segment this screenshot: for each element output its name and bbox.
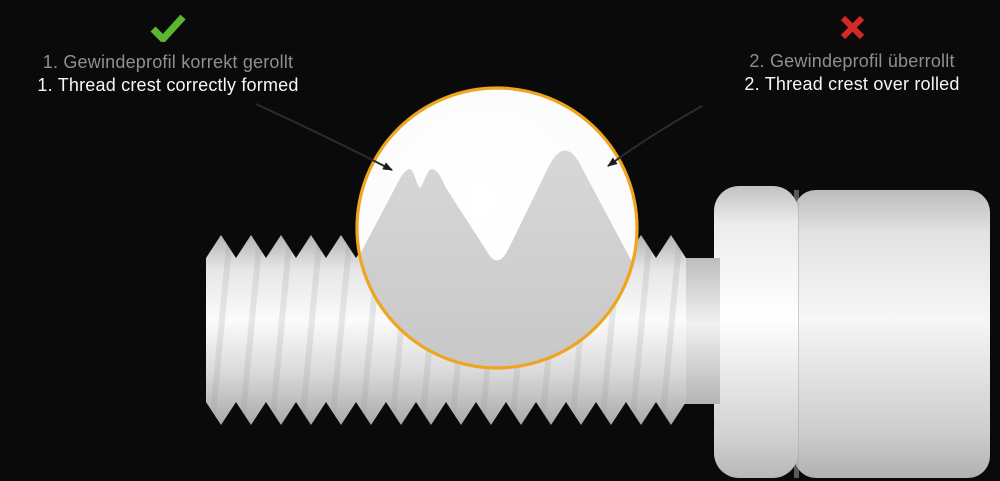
check-icon <box>150 14 186 42</box>
label-en-correct: 1. Thread crest correctly formed <box>37 74 299 95</box>
magnifier-lens <box>355 86 639 370</box>
arrow-to-correct-crest <box>255 103 393 171</box>
thread-profile-magnified <box>357 150 637 368</box>
bolt-flange <box>714 186 798 478</box>
annotation-correct: 1. Gewindeprofil korrekt gerollt 1. Thre… <box>0 14 336 96</box>
annotation-arrows <box>255 103 703 171</box>
annotation-overrolled: 2. Gewindeprofil überrollt 2. Thread cre… <box>706 14 998 95</box>
label-en-overrolled: 2. Thread crest over rolled <box>744 73 960 94</box>
bolt-head <box>794 190 990 478</box>
magnifier-ring <box>355 86 639 370</box>
arrow-to-overrolled-crest <box>607 105 703 167</box>
label-de-correct: 1. Gewindeprofil korrekt gerollt <box>42 52 294 72</box>
label-de-overrolled: 2. Gewindeprofil überrollt <box>749 51 955 71</box>
cross-icon <box>840 15 864 40</box>
